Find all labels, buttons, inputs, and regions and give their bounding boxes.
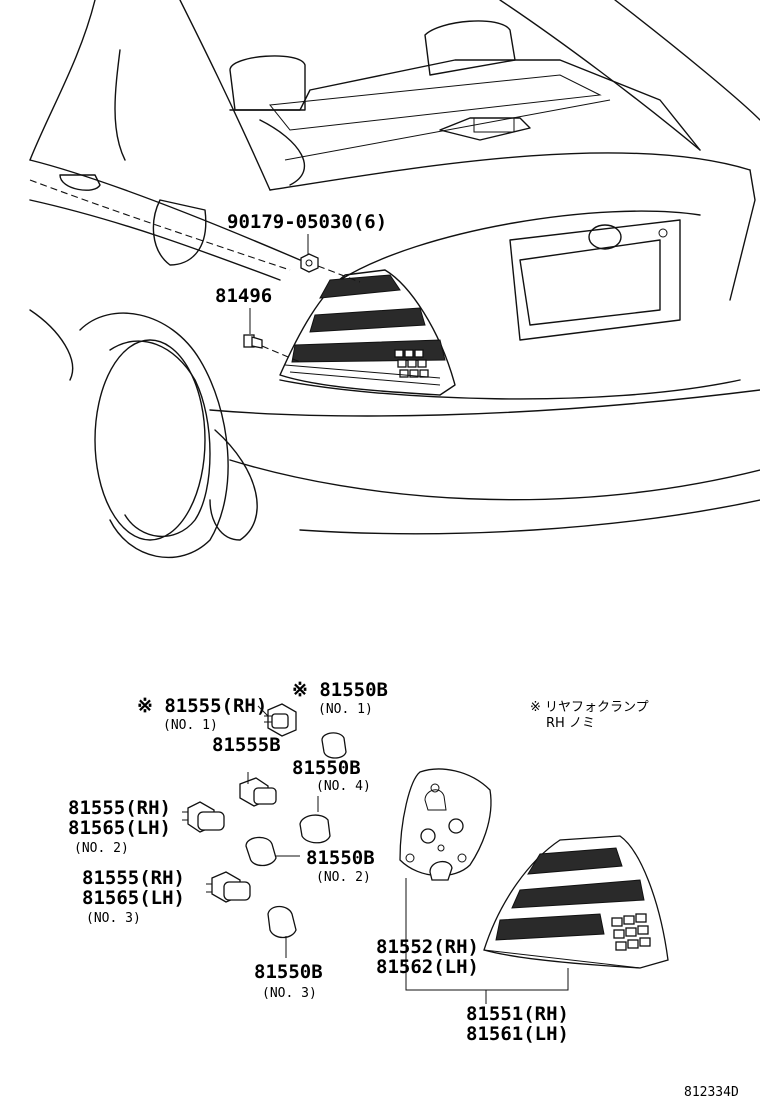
label-81555-rh-2: 81555(RH) xyxy=(68,797,171,819)
label-81565-lh-3: 81565(LH) xyxy=(82,887,185,909)
label-no3-left: (NO. 3) xyxy=(86,911,141,926)
car-rear-illustration xyxy=(29,0,760,559)
bolt-icon xyxy=(243,334,263,349)
bulb-81550b-no4 xyxy=(299,796,331,844)
note-line-1: ※ リヤフォクランプ xyxy=(530,700,649,715)
bulb-81550b-no3 xyxy=(267,905,297,958)
part-number-90179: 90179-05030(6) xyxy=(227,211,387,233)
label-81551-rh: 81551(RH) xyxy=(466,1003,569,1025)
label-81550b-star: ※ 81550B xyxy=(292,679,388,701)
label-81550b-2: 81550B xyxy=(306,847,375,869)
nut-icon xyxy=(300,253,319,273)
label-81555-rh-star: ※ 81555(RH) xyxy=(137,695,267,717)
car-lamp-grid xyxy=(394,349,429,378)
label-81552-rh: 81552(RH) xyxy=(376,936,479,958)
bulb-81550b-no2 xyxy=(245,836,300,867)
label-81550b-star-no: (NO. 1) xyxy=(318,702,373,717)
label-81550b-3: 81550B xyxy=(254,961,323,983)
socket-81555-no1 xyxy=(264,703,297,737)
part-number-81496: 81496 xyxy=(215,285,272,307)
label-81565-lh-2: 81565(LH) xyxy=(68,817,171,839)
label-81550b-2-no: (NO. 2) xyxy=(316,870,371,885)
socket-81555b xyxy=(239,772,277,807)
label-81550b-4-no: (NO. 4) xyxy=(316,779,371,794)
label-no2-left: (NO. 2) xyxy=(74,841,129,856)
bulb-81550b-no1 xyxy=(321,732,347,759)
label-81550b-3-no: (NO. 3) xyxy=(262,986,317,1001)
note-line-2: RH ノミ xyxy=(546,716,595,731)
label-81562-lh: 81562(LH) xyxy=(376,956,479,978)
label-81555-rh-3: 81555(RH) xyxy=(82,867,185,889)
label-81555-rh-star-no: (NO. 1) xyxy=(163,718,218,733)
label-81561-lh: 81561(LH) xyxy=(466,1023,569,1045)
label-81555b: 81555B xyxy=(212,734,281,756)
socket-81555-no2 xyxy=(182,801,225,833)
label-81550b-4: 81550B xyxy=(292,757,361,779)
rear-combination-lamp xyxy=(483,835,669,969)
lamp-base-plate xyxy=(399,768,492,881)
socket-81555-no3 xyxy=(206,871,251,903)
lamp-lens-grid xyxy=(611,913,651,951)
diagram-code: 812334D xyxy=(684,1085,739,1100)
